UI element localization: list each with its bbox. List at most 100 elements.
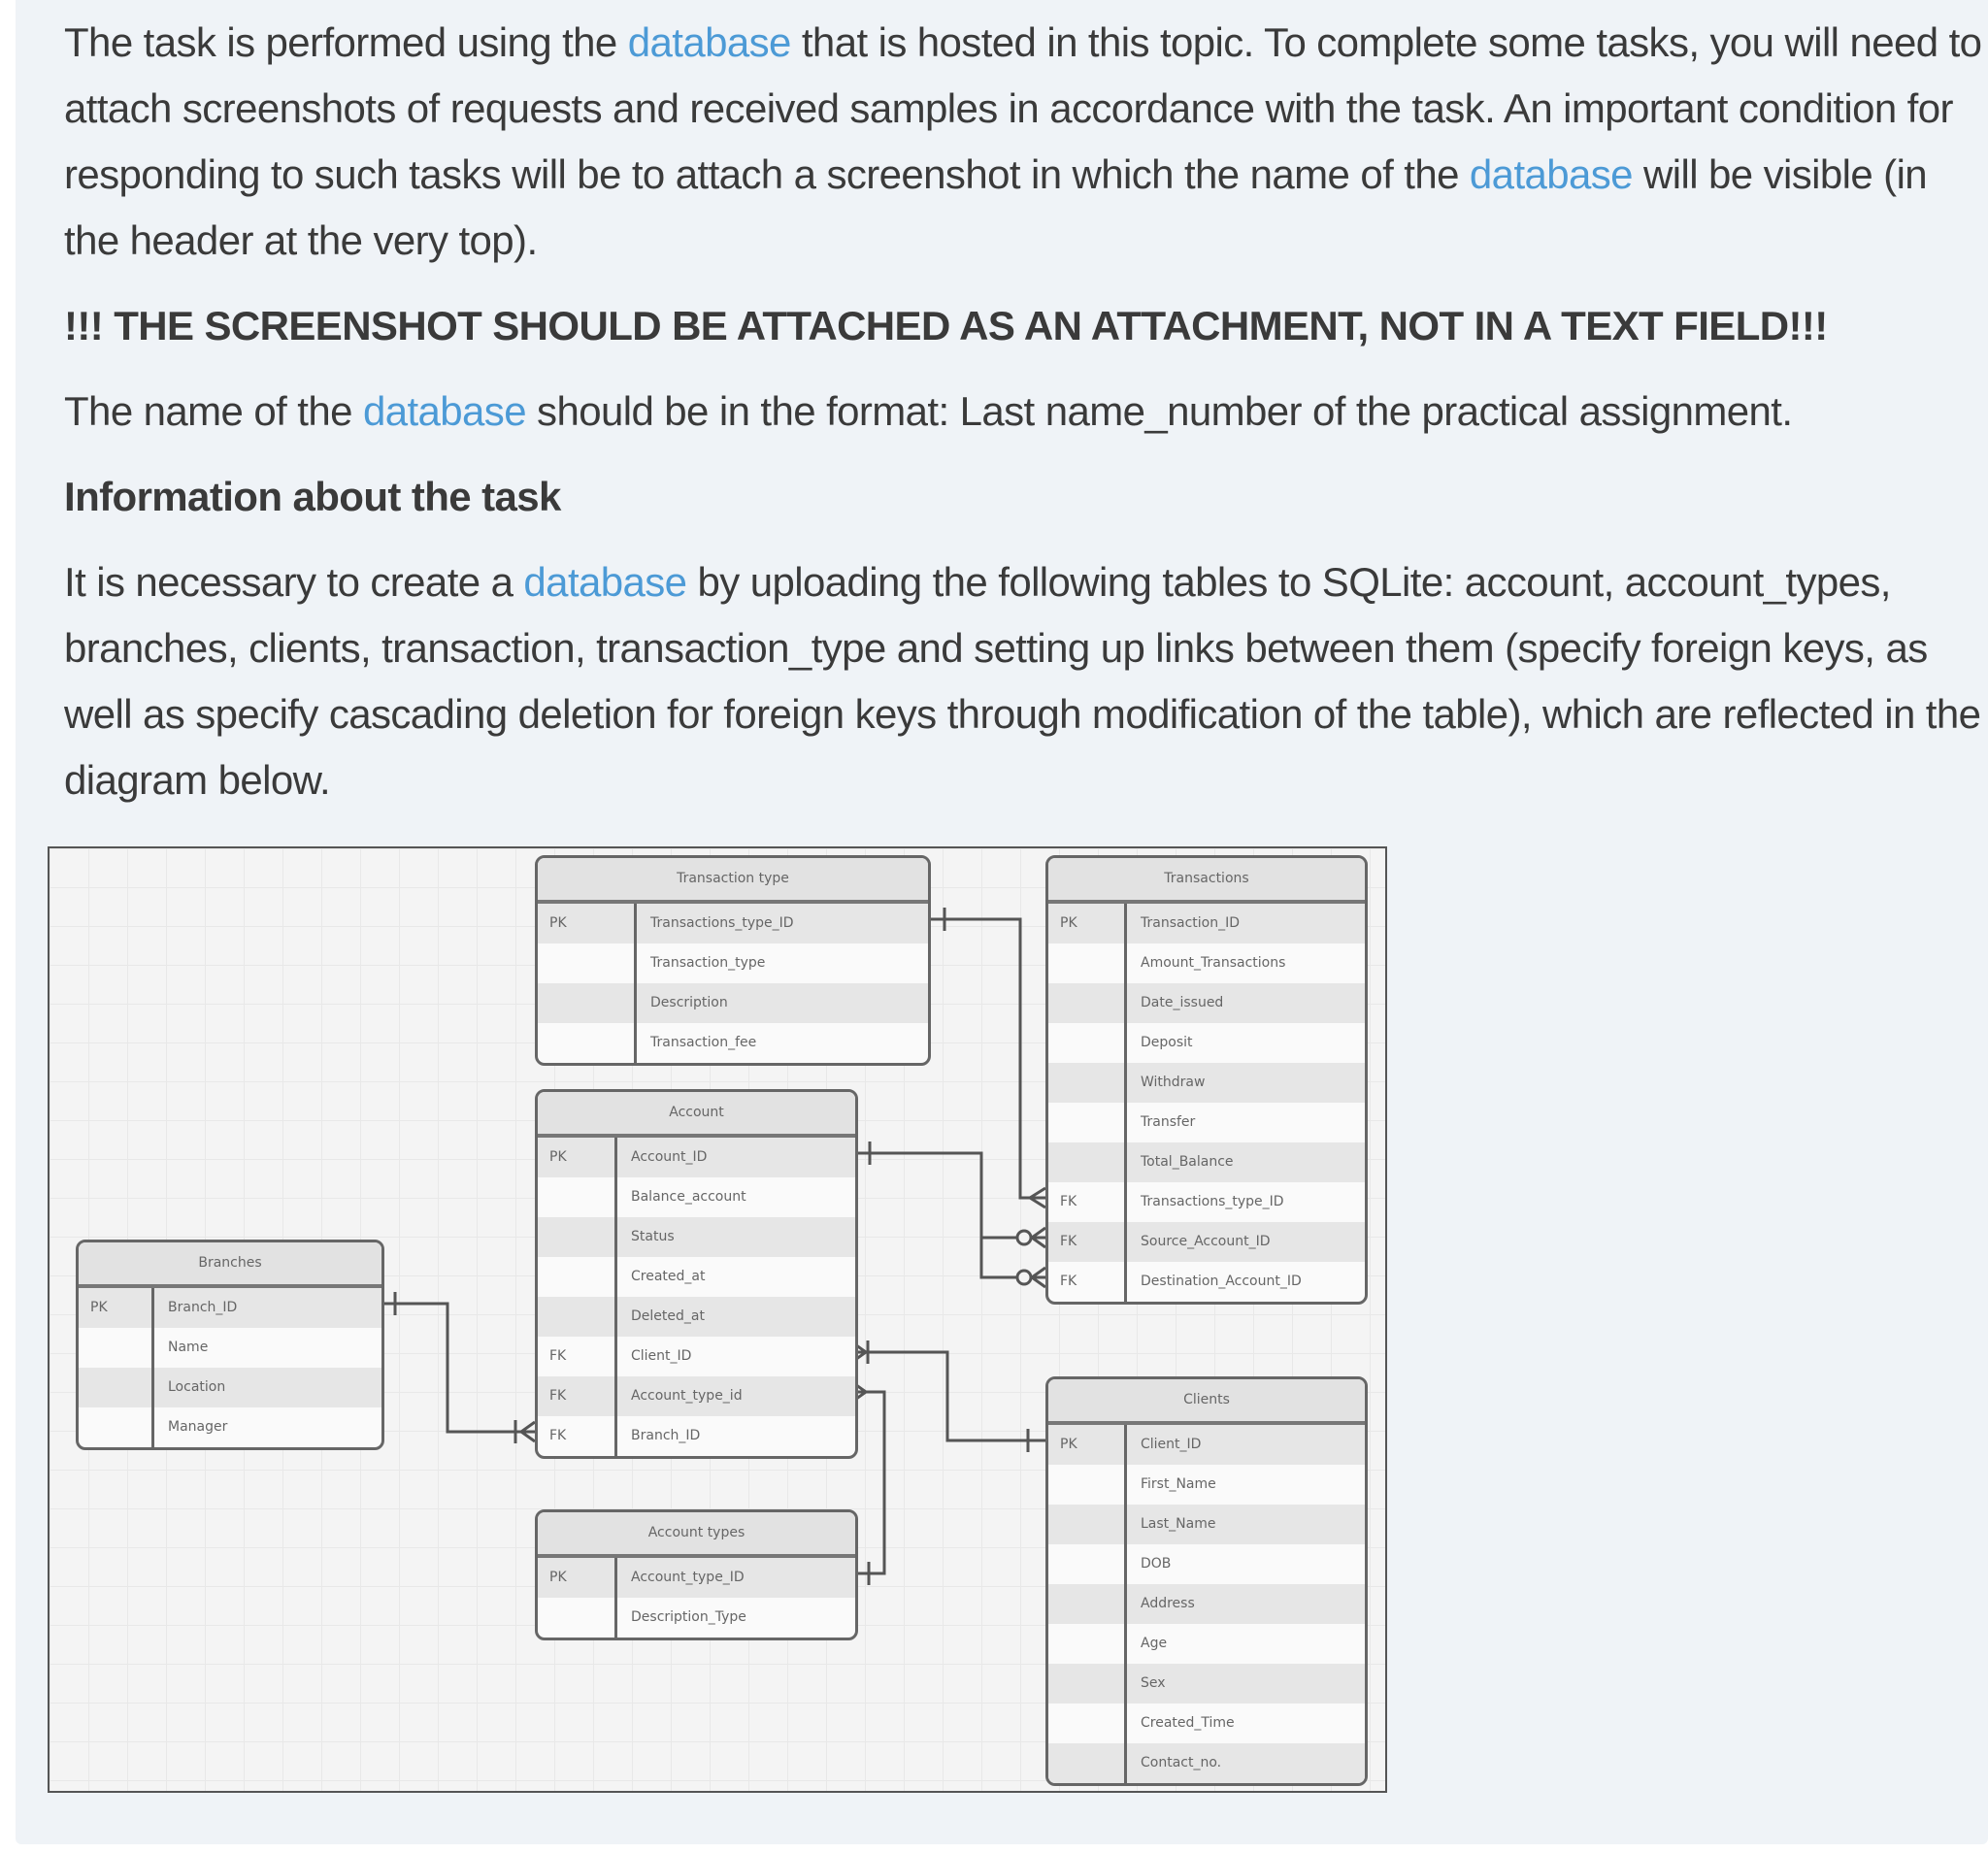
task-paragraph: It is necessary to create a database by …: [64, 549, 1986, 813]
field-name: Description_Type: [631, 1609, 746, 1625]
key-type: [1048, 1465, 1127, 1505]
table-row: Sex: [1048, 1664, 1365, 1704]
key-type: [1048, 1142, 1127, 1182]
key-type: [1048, 1664, 1127, 1704]
field-name: First_Name: [1141, 1476, 1216, 1492]
field-name: Description: [650, 995, 728, 1010]
key-type: [1048, 1704, 1127, 1743]
table-row: Total_Balance: [1048, 1142, 1365, 1182]
key-type: [538, 983, 637, 1023]
table-row: Deposit: [1048, 1023, 1365, 1063]
table-title: Account types: [538, 1512, 855, 1558]
field-name: Location: [168, 1379, 226, 1395]
field-name: Client_ID: [1141, 1437, 1202, 1452]
table-row: Date_issued: [1048, 983, 1365, 1023]
key-type: [1048, 1023, 1127, 1063]
field-name: Created_at: [631, 1269, 706, 1284]
key-type: PK: [79, 1288, 154, 1328]
key-type: [1048, 1103, 1127, 1142]
field-name: Deleted_at: [631, 1308, 705, 1324]
table-row: Description_Type: [538, 1598, 855, 1638]
table-row: Last_Name: [1048, 1505, 1365, 1544]
field-name: Client_ID: [631, 1348, 692, 1364]
key-type: [538, 1177, 617, 1217]
field-name: Status: [631, 1229, 675, 1244]
crowfoot: [1031, 1226, 1046, 1289]
table-title: Transactions: [1048, 858, 1365, 904]
table-row: Contact_no.: [1048, 1743, 1365, 1783]
key-type: [1048, 943, 1127, 983]
table-row: Location: [79, 1368, 381, 1407]
key-type: FK: [538, 1416, 617, 1456]
field-name: Last_Name: [1141, 1516, 1216, 1532]
key-type: PK: [1048, 1425, 1127, 1465]
database-link[interactable]: database: [523, 559, 687, 605]
rel-clients-account: [852, 1350, 1045, 1442]
field-name: Transfer: [1141, 1114, 1196, 1130]
field-name: Destination_Account_ID: [1141, 1274, 1302, 1289]
table-title: Transaction type: [538, 858, 928, 904]
key-type: FK: [538, 1337, 617, 1376]
key-type: PK: [1048, 904, 1127, 943]
table-row: Deleted_at: [538, 1297, 855, 1337]
field-name: DOB: [1141, 1556, 1172, 1572]
field-name: Deposit: [1141, 1035, 1193, 1050]
database-link[interactable]: database: [627, 19, 792, 65]
text: by uploading the following tables to SQL…: [64, 559, 1981, 803]
field-name: Sex: [1141, 1675, 1166, 1691]
table-row: Amount_Transactions: [1048, 943, 1365, 983]
key-type: PK: [538, 1138, 617, 1177]
section-heading: Information about the task: [64, 474, 561, 519]
table-row: FK Branch_ID: [538, 1416, 855, 1456]
key-type: [538, 943, 637, 983]
rel-transaction-type-transactions: [925, 917, 1045, 1200]
field-name: Age: [1141, 1636, 1168, 1651]
key-type: [79, 1407, 154, 1447]
database-link[interactable]: database: [1469, 151, 1634, 197]
database-link[interactable]: database: [362, 388, 527, 434]
name-format-paragraph: The name of the database should be in th…: [64, 379, 1986, 445]
crowfoot: [520, 1420, 536, 1443]
key-type: [1048, 1505, 1127, 1544]
table-row: Status: [538, 1217, 855, 1257]
table-row: Address: [1048, 1584, 1365, 1624]
field-name: Name: [168, 1340, 209, 1355]
table-row: Created_at: [538, 1257, 855, 1297]
key-type: PK: [538, 904, 637, 943]
field-name: Account_type_id: [631, 1388, 743, 1404]
field-name: Source_Account_ID: [1141, 1234, 1271, 1249]
key-type: [79, 1368, 154, 1407]
table-row: FK Source_Account_ID: [1048, 1222, 1365, 1262]
field-name: Balance_account: [631, 1189, 746, 1205]
field-name: Branch_ID: [631, 1428, 701, 1443]
table-row: Description: [538, 983, 928, 1023]
text: that is hosted in this topic. To complet…: [64, 19, 1982, 197]
table-title: Branches: [79, 1242, 381, 1288]
field-name: Created_Time: [1141, 1715, 1235, 1731]
key-type: [1048, 1743, 1127, 1783]
field-name: Account_type_ID: [631, 1570, 745, 1585]
tick: [393, 1292, 517, 1443]
key-type: FK: [1048, 1222, 1127, 1262]
field-name: Amount_Transactions: [1141, 955, 1286, 971]
key-type: [538, 1023, 637, 1063]
key-type: FK: [538, 1376, 617, 1416]
text: will be visible (in the header at the ve…: [64, 151, 1928, 263]
rel-account-destination: [979, 1238, 1045, 1279]
key-type: FK: [1048, 1182, 1127, 1222]
table-row: DOB: [1048, 1544, 1365, 1584]
